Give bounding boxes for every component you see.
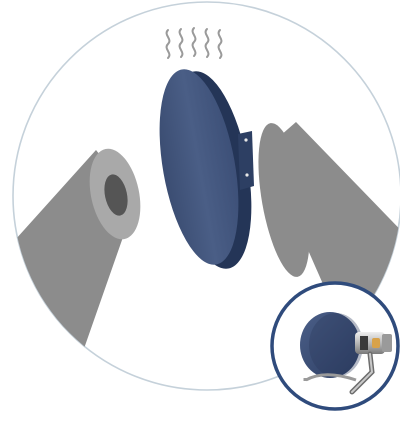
heat-waves-icon xyxy=(165,27,223,59)
heating-plate-icon xyxy=(159,69,254,269)
right-pipe xyxy=(258,122,400,330)
inset-tool-view xyxy=(270,281,400,411)
left-pipe-bore xyxy=(104,174,128,216)
left-pipe xyxy=(13,148,141,360)
inset-border xyxy=(270,281,400,411)
welding-tool-icon xyxy=(300,312,392,395)
